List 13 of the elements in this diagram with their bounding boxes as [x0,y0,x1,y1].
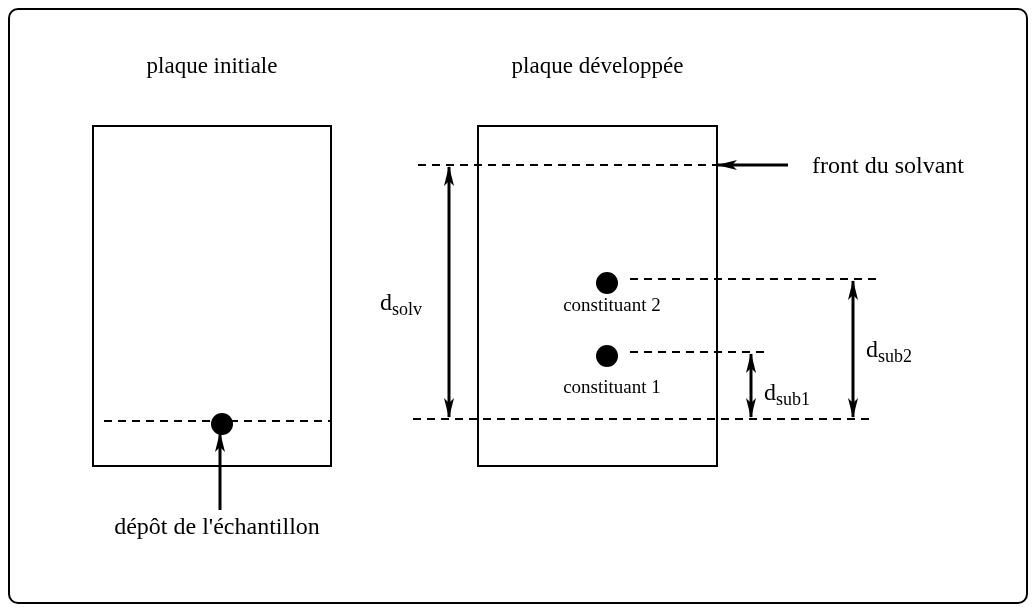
callout-text: front du solvant [788,149,988,181]
spot [596,272,618,294]
spot-label: constituant 2 [562,293,662,317]
spot [596,345,618,367]
dimension-label: d$_{sub1}$ [764,378,810,408]
plate-title: plaque développée [510,52,685,80]
dimension-label: d$_{solv}$ [380,288,422,318]
dimension-label: d$_{sub2}$ [866,335,912,365]
spot [211,413,233,435]
callout-text: dépôt de l'échantillon [72,510,362,542]
plate-title: plaque initiale [145,52,279,80]
leader-arrow [717,160,788,170]
spot-label: constituant 1 [562,375,662,399]
